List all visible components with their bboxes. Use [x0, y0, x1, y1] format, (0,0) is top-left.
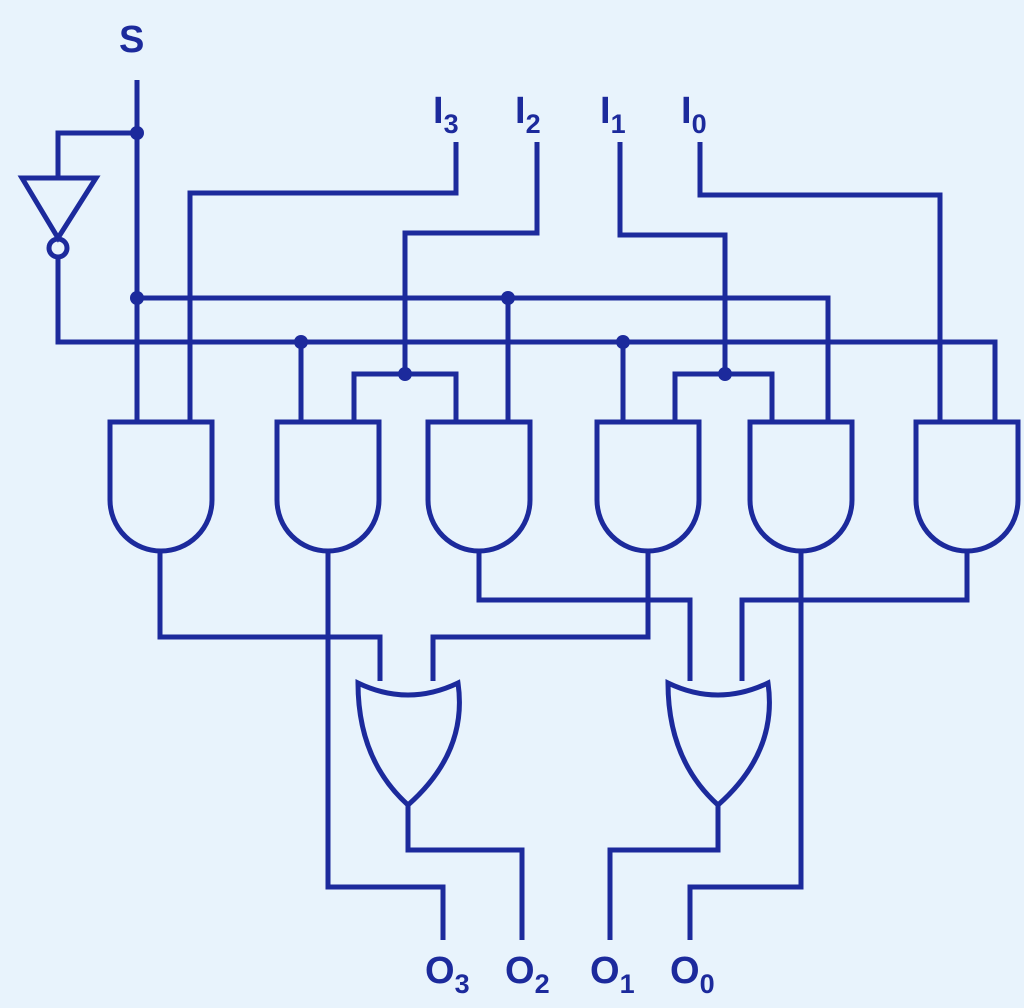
junction-dot	[616, 335, 630, 349]
and-gate-4	[594, 419, 702, 554]
wire-i2	[402, 142, 540, 374]
junctions	[130, 126, 732, 381]
labels: S I3 I2 I1 I0 O3 O2 O1 O0	[119, 19, 715, 999]
or-gate-2	[665, 679, 772, 809]
and-gate-2	[274, 419, 382, 554]
junction-dot	[398, 367, 412, 381]
junction-dot	[718, 367, 732, 381]
or-gate-1	[355, 679, 462, 809]
wire-and6-to-or2	[739, 552, 970, 681]
wire-i3	[187, 142, 459, 422]
input-label-i1: I1	[600, 90, 626, 139]
wire-sbar-bus	[55, 258, 998, 422]
and-gate-3	[425, 419, 533, 554]
and-gate-1	[107, 419, 215, 554]
wire-i2-fork	[351, 371, 459, 422]
output-label-o3: O3	[425, 950, 470, 999]
wire-i1	[617, 142, 728, 374]
junction-dot	[294, 335, 308, 349]
wire-or2-to-o1	[607, 805, 721, 940]
junction-dot	[501, 291, 515, 305]
and-gate-5	[747, 419, 855, 554]
wire-and2-to-o3	[325, 552, 446, 940]
wire-i1-fork	[672, 371, 775, 422]
junction-dot	[130, 126, 144, 140]
select-label: S	[119, 19, 144, 61]
wire-and5-to-o0	[687, 552, 804, 940]
input-label-i2: I2	[515, 90, 541, 139]
not-gate-bubble	[46, 236, 70, 260]
wire-and4-to-or1	[430, 552, 651, 681]
output-label-o2: O2	[505, 950, 550, 999]
output-label-o1: O1	[590, 950, 635, 999]
wire-and1-to-or1	[157, 552, 383, 681]
output-label-o0: O0	[670, 950, 715, 999]
wire-i0	[697, 142, 943, 422]
input-label-i3: I3	[433, 90, 459, 139]
junction-dot	[130, 291, 144, 305]
wire-or1-to-o2	[405, 805, 525, 940]
and-gate-6	[913, 419, 1021, 554]
wire-s-to-inverter	[55, 130, 137, 178]
wire-s-bus	[137, 295, 831, 422]
wire-and3-to-or2	[476, 552, 693, 681]
input-label-i0: I0	[681, 90, 707, 139]
wires	[17, 80, 1021, 940]
not-gate	[17, 175, 101, 243]
